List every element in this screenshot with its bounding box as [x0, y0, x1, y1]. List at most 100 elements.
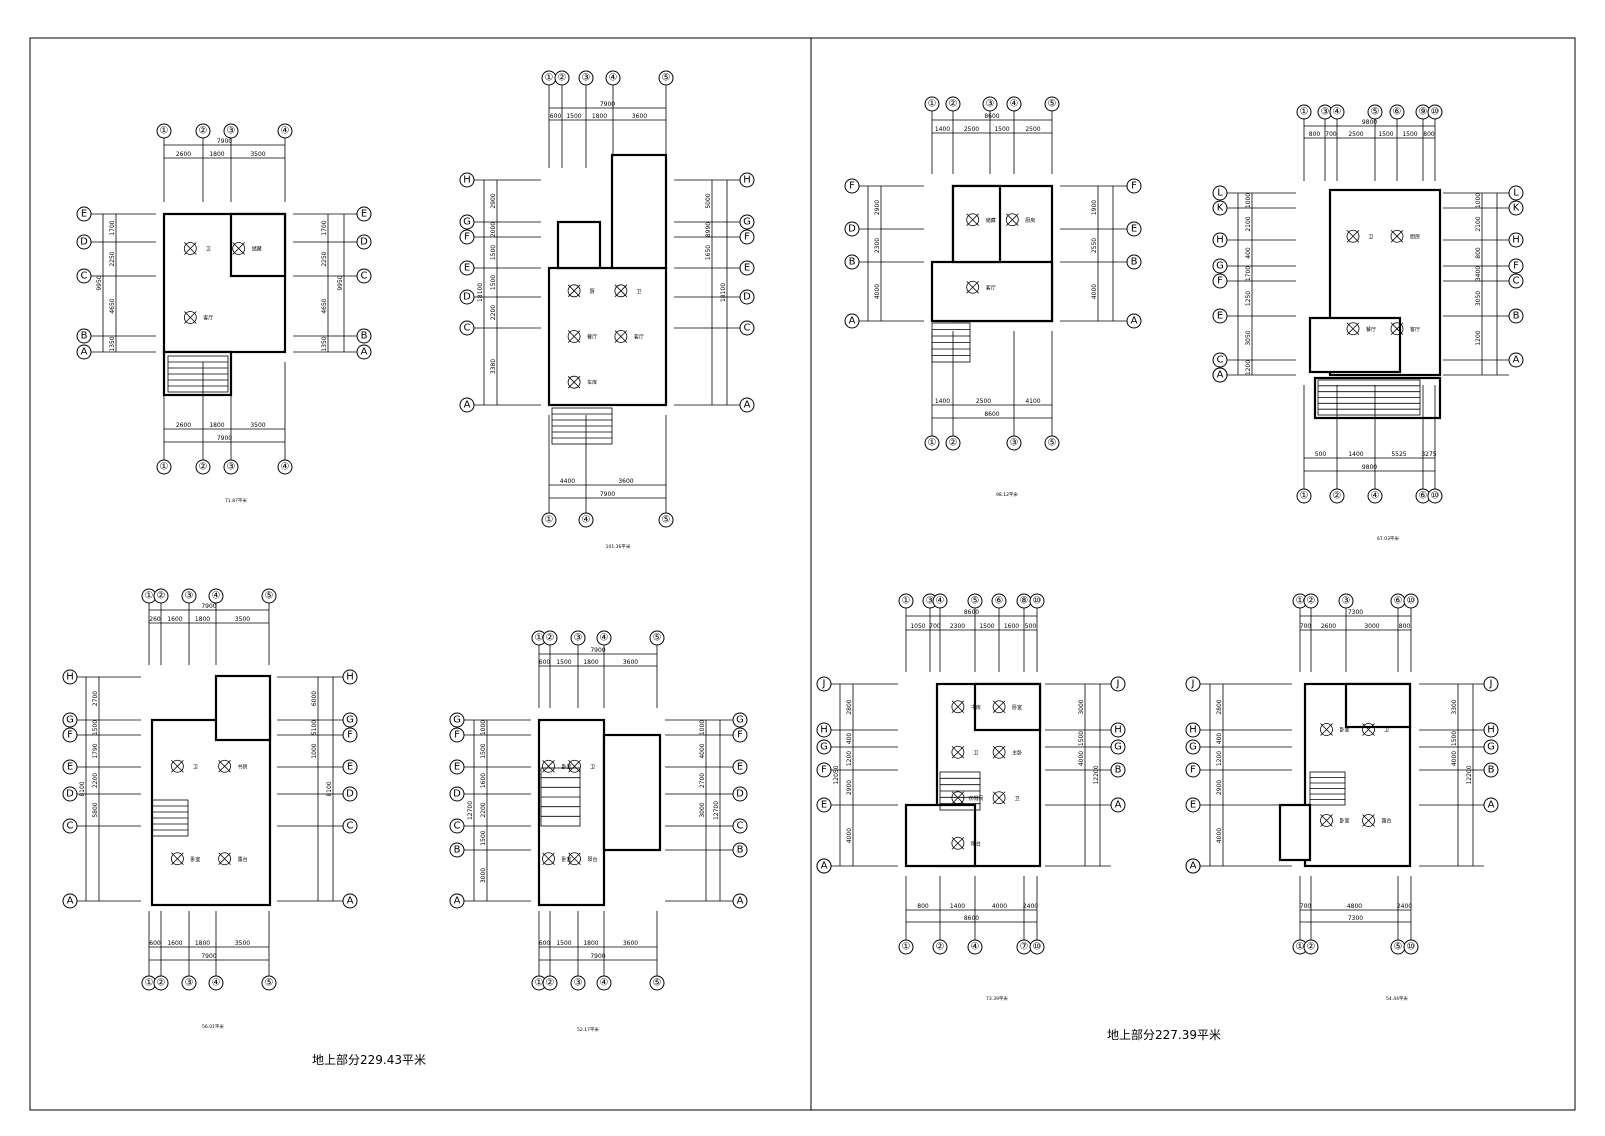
furniture-chair — [951, 836, 965, 850]
furniture-chair — [614, 284, 628, 298]
left-axis-bubble-circle — [844, 178, 860, 194]
top-axis-bubble-circle — [570, 630, 586, 646]
right-dim: 1900 — [1091, 200, 1098, 215]
bottom-axis-bubble: ③ — [185, 978, 194, 989]
room-label: 车库 — [587, 379, 597, 386]
room-label: 卫 — [193, 764, 198, 770]
left-total-dim: 18100 — [477, 283, 484, 302]
left-axis-bubble-circle — [1185, 676, 1201, 692]
bottom-axis-bubble: ⑤ — [662, 515, 671, 526]
right-axis-bubble: J — [1116, 679, 1120, 690]
left-axis-bubble-circle — [1212, 367, 1228, 383]
right-axis-bubble: F — [347, 730, 353, 741]
left-axis-bubble: F — [464, 232, 470, 243]
right-axis-bubble-circle — [1508, 185, 1524, 201]
right-axis-bubble-circle — [1126, 221, 1142, 237]
left-axis-bubble: H — [820, 725, 828, 736]
left-dim: 400 — [1245, 247, 1252, 259]
top-dim: 1500 — [979, 623, 994, 630]
plan-2-caption: 101.36平米 — [606, 543, 631, 550]
bottom-axis-bubble-circle — [1329, 488, 1345, 504]
top-axis-bubble-circle — [649, 630, 665, 646]
bottom-axis-bubble-circle — [541, 512, 557, 528]
wall-outline — [214, 674, 272, 742]
top-dim: 1500 — [994, 126, 1009, 133]
room-label: 厨 — [590, 289, 595, 295]
left-axis-bubble-circle — [1212, 308, 1228, 324]
right-axis-bubble: A — [347, 896, 354, 907]
furniture-table — [951, 700, 965, 714]
wall-outline — [150, 718, 272, 907]
top-axis-bubble-circle — [991, 593, 1007, 609]
right-axis-bubble: F — [744, 232, 750, 243]
top-axis-bubble: ① — [928, 99, 937, 110]
bottom-axis-bubble: ⑤ — [1394, 942, 1403, 953]
left-dim: 400 — [1216, 733, 1223, 745]
top-axis-bubble-circle — [924, 96, 940, 112]
room-label: 客厅 — [634, 334, 644, 341]
left-axis-bubble-circle — [816, 858, 832, 874]
left-axis-bubble-circle — [76, 268, 92, 284]
left-axis-bubble: D — [66, 789, 74, 800]
furniture-chair — [171, 852, 184, 866]
furniture-chair — [614, 330, 628, 343]
top-dim: 2500 — [964, 126, 979, 133]
bottom-axis-bubble: ② — [157, 978, 166, 989]
furniture-chair — [542, 759, 555, 773]
room-label: 厨房 — [1025, 217, 1035, 224]
bottom-axis-bubble-circle — [658, 512, 674, 528]
bottom-axis-bubble: ⑩ — [1407, 942, 1416, 953]
left-axis-bubble-circle — [62, 759, 78, 775]
left-axis-bubble: E — [1190, 800, 1196, 811]
right-dim: 1350 — [321, 336, 328, 351]
furniture-table — [567, 284, 581, 298]
left-axis-bubble-circle — [449, 842, 465, 858]
right-axis-bubble: H — [1487, 725, 1495, 736]
plan-p7: ①③④⑤⑥⑧⑩86001050700230015001600500JHGFEBA… — [816, 593, 1126, 955]
right-axis-bubble: H — [346, 672, 354, 683]
wall-outline — [537, 718, 606, 907]
room-label: 露台 — [1381, 818, 1391, 825]
right-axis-bubble-circle — [1508, 232, 1524, 248]
top-axis-bubble-circle — [1367, 104, 1383, 120]
top-axis-bubble: ⑤ — [971, 596, 980, 607]
furniture-table — [232, 242, 246, 255]
left-dim: 1500 — [490, 275, 497, 290]
right-axis-bubble-circle — [1483, 797, 1499, 813]
sheet-border — [29, 37, 1576, 1111]
bottom-axis-bubble-circle — [153, 975, 169, 991]
bottom-dim: 3600 — [618, 478, 633, 485]
bottom-axis-bubble-circle — [1427, 488, 1443, 504]
left-axis-bubble: A — [849, 316, 856, 327]
top-total-dim: 8600 — [964, 609, 979, 616]
left-dim: 2900 — [1216, 780, 1223, 795]
furniture-table — [614, 330, 628, 343]
bottom-dim: 3500 — [250, 422, 265, 429]
top-axis-bubble: ④ — [1333, 107, 1342, 118]
bottom-axis-bubble-circle — [1296, 488, 1312, 504]
left-axis-bubble: E — [464, 263, 470, 274]
right-axis-bubble-circle — [732, 759, 748, 775]
top-dim: 800 — [1423, 131, 1435, 138]
top-axis-bubble-circle — [554, 70, 570, 86]
right-axis-bubble-circle — [732, 727, 748, 743]
left-axis-bubble: H — [1189, 725, 1197, 736]
furniture-chair — [1320, 723, 1333, 736]
right-axis-bubble-circle — [1110, 797, 1126, 813]
left-dim: 1200 — [846, 751, 853, 766]
left-axis-bubble-circle — [1185, 858, 1201, 874]
room-label: 书房 — [971, 704, 981, 711]
furniture-chair — [1390, 229, 1404, 243]
right-axis-bubble: L — [1513, 188, 1519, 199]
top-axis-bubble-circle — [1338, 593, 1354, 609]
furniture-table — [992, 791, 1006, 805]
top-axis-bubble-circle — [542, 630, 558, 646]
top-dim: 2500 — [1348, 131, 1363, 138]
top-axis-bubble: ⑥ — [1393, 107, 1402, 118]
right-axis-bubble: A — [1115, 800, 1122, 811]
left-dim: 3050 — [1245, 330, 1252, 345]
room-label: 卫 — [590, 764, 595, 770]
plan-7-caption: 73.39平米 — [986, 995, 1008, 1002]
top-dim: 2600 — [1321, 623, 1336, 630]
top-total-dim: 7900 — [217, 138, 232, 145]
